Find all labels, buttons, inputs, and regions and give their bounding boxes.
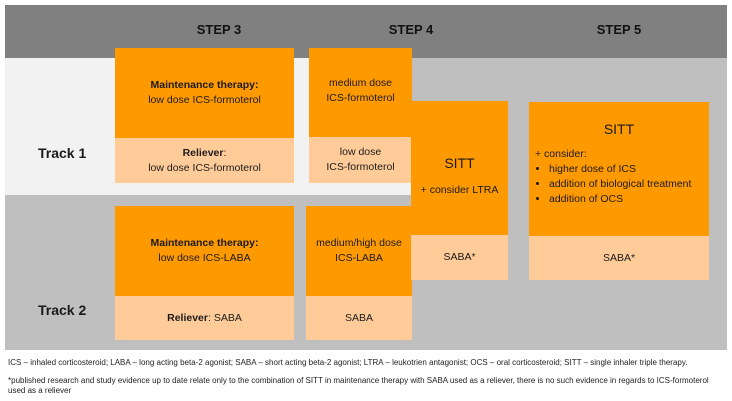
step5-sitt-maintenance: SITT + consider: higher dose of ICS addi…	[529, 102, 709, 236]
maintenance-line: medium/high dose	[316, 237, 402, 249]
maintenance-label: Maintenance therapy:	[150, 79, 259, 91]
reliever-label: Reliever	[167, 311, 208, 324]
consider-list: higher dose of ICS addition of biologica…	[535, 162, 691, 207]
reliever-value: : SABA	[208, 311, 242, 324]
evidence-footnote: *published research and study evidence u…	[8, 376, 709, 395]
track-1-label: Track 1	[38, 145, 87, 161]
track2-step3-maintenance: Maintenance therapy: low dose ICS-LABA	[115, 206, 294, 296]
step4-sitt-maintenance: SITT + consider LTRA	[411, 101, 508, 235]
step4-sitt-reliever: SABA*	[411, 235, 508, 280]
track2-step4-maintenance: medium/high dose ICS-LABA	[306, 206, 412, 296]
reliever-value: low dose ICS-formoterol	[148, 161, 261, 174]
maintenance-line: ICS-formoterol	[326, 92, 395, 104]
track1-step3-maintenance: Maintenance therapy: low dose ICS-formot…	[115, 48, 294, 138]
sitt-title: SITT	[444, 155, 475, 171]
track1-step4-maintenance: medium dose ICS-formoterol	[309, 48, 412, 137]
reliever-line: low dose	[339, 146, 382, 158]
track2-step4-reliever: SABA	[306, 296, 412, 340]
consider-item: addition of biological treatment	[549, 177, 691, 192]
step-3-heading: STEP 3	[196, 22, 242, 37]
consider-item: addition of OCS	[549, 192, 691, 207]
consider-text: + consider LTRA	[420, 184, 499, 196]
maintenance-value: low dose ICS-LABA	[158, 252, 251, 264]
track1-step3-reliever: Reliever: low dose ICS-formoterol	[115, 138, 294, 183]
maintenance-value: low dose ICS-formoterol	[148, 94, 261, 106]
reliever-value: SABA	[344, 311, 373, 324]
reliever-label: Reliever	[182, 146, 224, 159]
reliever-value: SABA*	[602, 251, 636, 264]
maintenance-line: ICS-LABA	[335, 252, 383, 264]
step5-sitt-reliever: SABA*	[529, 236, 709, 280]
sitt-title: SITT	[603, 121, 635, 137]
step-4-heading: STEP 4	[388, 22, 434, 37]
maintenance-line: medium dose	[328, 77, 393, 89]
track-2-label: Track 2	[38, 302, 87, 318]
track1-step4-reliever: low dose ICS-formoterol	[309, 137, 412, 183]
consider-text: + consider:	[535, 148, 587, 160]
track2-step3-reliever: Reliever: SABA	[115, 296, 294, 340]
reliever-value: SABA*	[443, 251, 476, 263]
maintenance-label: Maintenance therapy:	[150, 237, 259, 249]
abbreviations-footnote: ICS – inhaled corticosteroid; LABA – lon…	[8, 358, 688, 367]
reliever-line: ICS-formoterol	[326, 161, 395, 173]
consider-item: higher dose of ICS	[549, 162, 691, 177]
step-5-heading: STEP 5	[596, 22, 642, 37]
